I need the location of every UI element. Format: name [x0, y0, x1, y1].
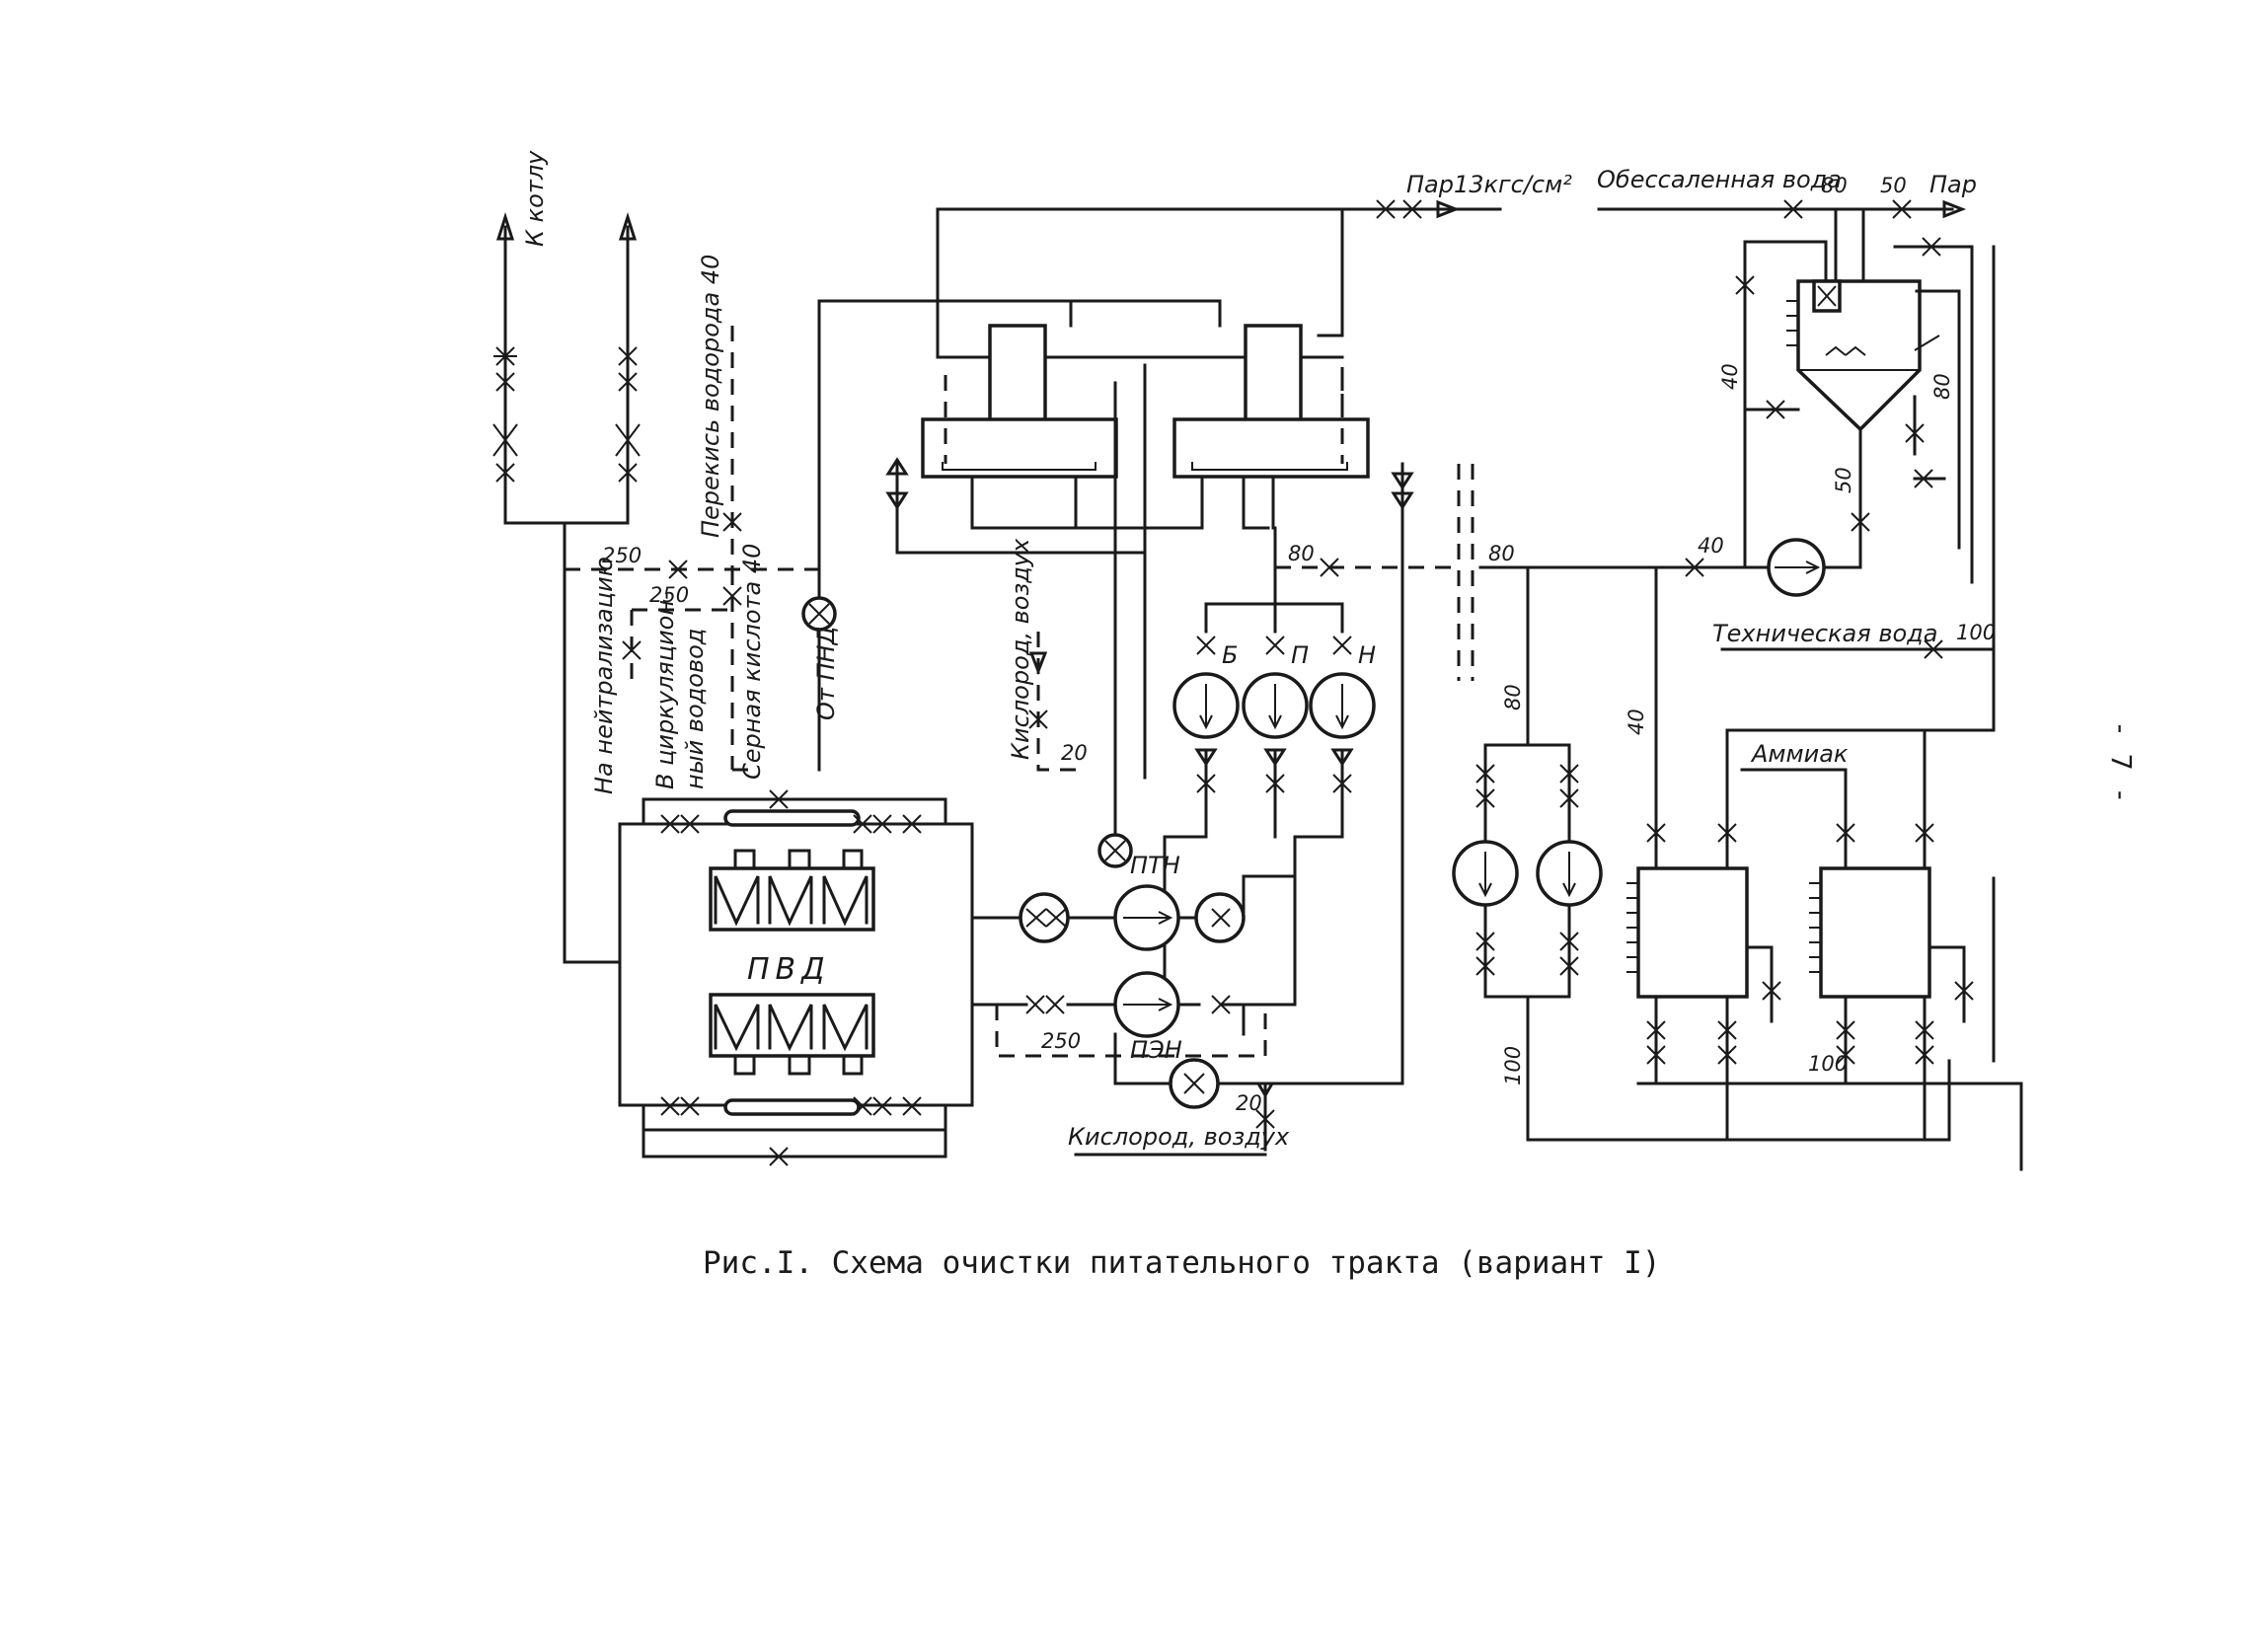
dn-label-50-tank: 50	[1832, 467, 1855, 493]
oxygen-air-upper-line	[1028, 632, 1086, 772]
dn-label-40-tank: 40	[1718, 363, 1742, 390]
electric-feed-pump	[1025, 971, 1231, 1109]
hp-heater-bottom-row	[709, 993, 875, 1076]
oxygen-air-lower-line	[1074, 1082, 1275, 1157]
tank-connections	[1597, 207, 1974, 584]
demin-water-label: Обессаленная вода	[1597, 166, 1842, 193]
pump-b-label: Б	[1222, 641, 1238, 669]
from-lp-heaters-label: От ПНД	[812, 627, 840, 720]
circulation-water-label-2: ный водовод	[681, 629, 709, 789]
ion-exchanger-right	[1809, 866, 1974, 1023]
lower-right-piping	[1526, 565, 2023, 1171]
booster-pump-b	[1172, 635, 1240, 793]
sulfuric-acid-label: Серная кислота 40	[738, 544, 766, 780]
booster-pump-header	[1163, 526, 1344, 1007]
electric-feed-pump-label: ПЭН	[1130, 1036, 1182, 1064]
steam-inlet-valve	[1376, 199, 1461, 219]
boiler-outlet-lines	[495, 212, 638, 964]
dn-label-40-exchanger: 40	[1625, 709, 1648, 735]
to-boiler-label: К котлу	[521, 150, 549, 247]
dn-label-40-trunk: 40	[1698, 534, 1724, 558]
technical-water-label: Техническая вода	[1712, 620, 1937, 647]
pump-p-label: П	[1291, 641, 1309, 669]
dn-label-250-mid: 250	[649, 583, 689, 607]
booster-pump-p	[1242, 635, 1309, 793]
dn-label-80-tank: 80	[1930, 373, 1954, 400]
hydrogen-peroxide-label: Перекись водорода 40	[697, 255, 724, 538]
from-lp-heaters-line	[801, 299, 1073, 772]
ammonia-label: Аммиак	[1750, 740, 1849, 768]
steam-label: Пар	[1929, 171, 1977, 198]
dn-label-20-upper: 20	[1061, 741, 1088, 765]
dn-label-20-lower: 20	[1236, 1091, 1262, 1115]
steam-13-label: Пар13кгс/см²	[1406, 171, 1572, 198]
turbine-feed-pump	[1019, 884, 1246, 951]
dn-label-80-pumps: 80	[1501, 684, 1525, 710]
dn-label-80-trunk-right: 80	[1488, 542, 1515, 565]
main-trunk	[1275, 464, 1700, 681]
dn-label-100-left: 100	[1501, 1046, 1525, 1085]
oxygen-air-lower-label: Кислород, воздух	[1068, 1123, 1290, 1151]
hp-heater-bottom-bypass	[660, 1096, 922, 1166]
ion-exchanger-left	[1626, 866, 1781, 1023]
dn-label-250-top: 250	[602, 544, 642, 567]
mixing-tank	[1786, 279, 1940, 432]
oxygen-air-upper-label: Кислород, воздух	[1007, 538, 1034, 760]
page-number: - 7 -	[2105, 720, 2138, 804]
dn-label-100-right: 100	[1808, 1052, 1848, 1076]
ion-exchanger-valves	[1646, 823, 1934, 1065]
hp-heater-top-row	[709, 849, 875, 932]
dn-label-80-demin: 80	[1821, 174, 1848, 197]
deaerator-equalizing-lines	[944, 355, 1344, 464]
circulation-water-label-1: В циркуляцион-	[651, 591, 679, 789]
figure-caption: Рис.I. Схема очистки питательного тракта…	[703, 1245, 1661, 1281]
pump-suction-left	[895, 462, 1147, 780]
hp-heater-top-bypass	[660, 789, 922, 834]
oxygen-air-upper-valve	[1097, 833, 1133, 868]
neutralization-label: На нейтрализацию	[590, 557, 618, 794]
turbine-feed-pump-label: ПТН	[1130, 852, 1180, 879]
pump-n-label: Н	[1358, 641, 1376, 669]
feed-pump-lines	[970, 874, 1297, 1085]
reagent-valves	[622, 512, 742, 660]
circulation-pumps	[1452, 565, 1603, 1142]
booster-pump-n	[1309, 635, 1376, 793]
deaerator-right	[1172, 324, 1370, 530]
deaerator-left	[921, 324, 1204, 530]
dn-label-50-steam: 50	[1880, 174, 1907, 197]
hp-heater-label: ПВД	[747, 952, 831, 987]
dn-label-80-trunk-left: 80	[1288, 542, 1315, 565]
dn-label-100-tech: 100	[1956, 621, 1996, 644]
dn-label-250-pen: 250	[1041, 1029, 1081, 1053]
tank-valves	[1685, 199, 1967, 597]
boiler-line-valves	[492, 346, 641, 483]
